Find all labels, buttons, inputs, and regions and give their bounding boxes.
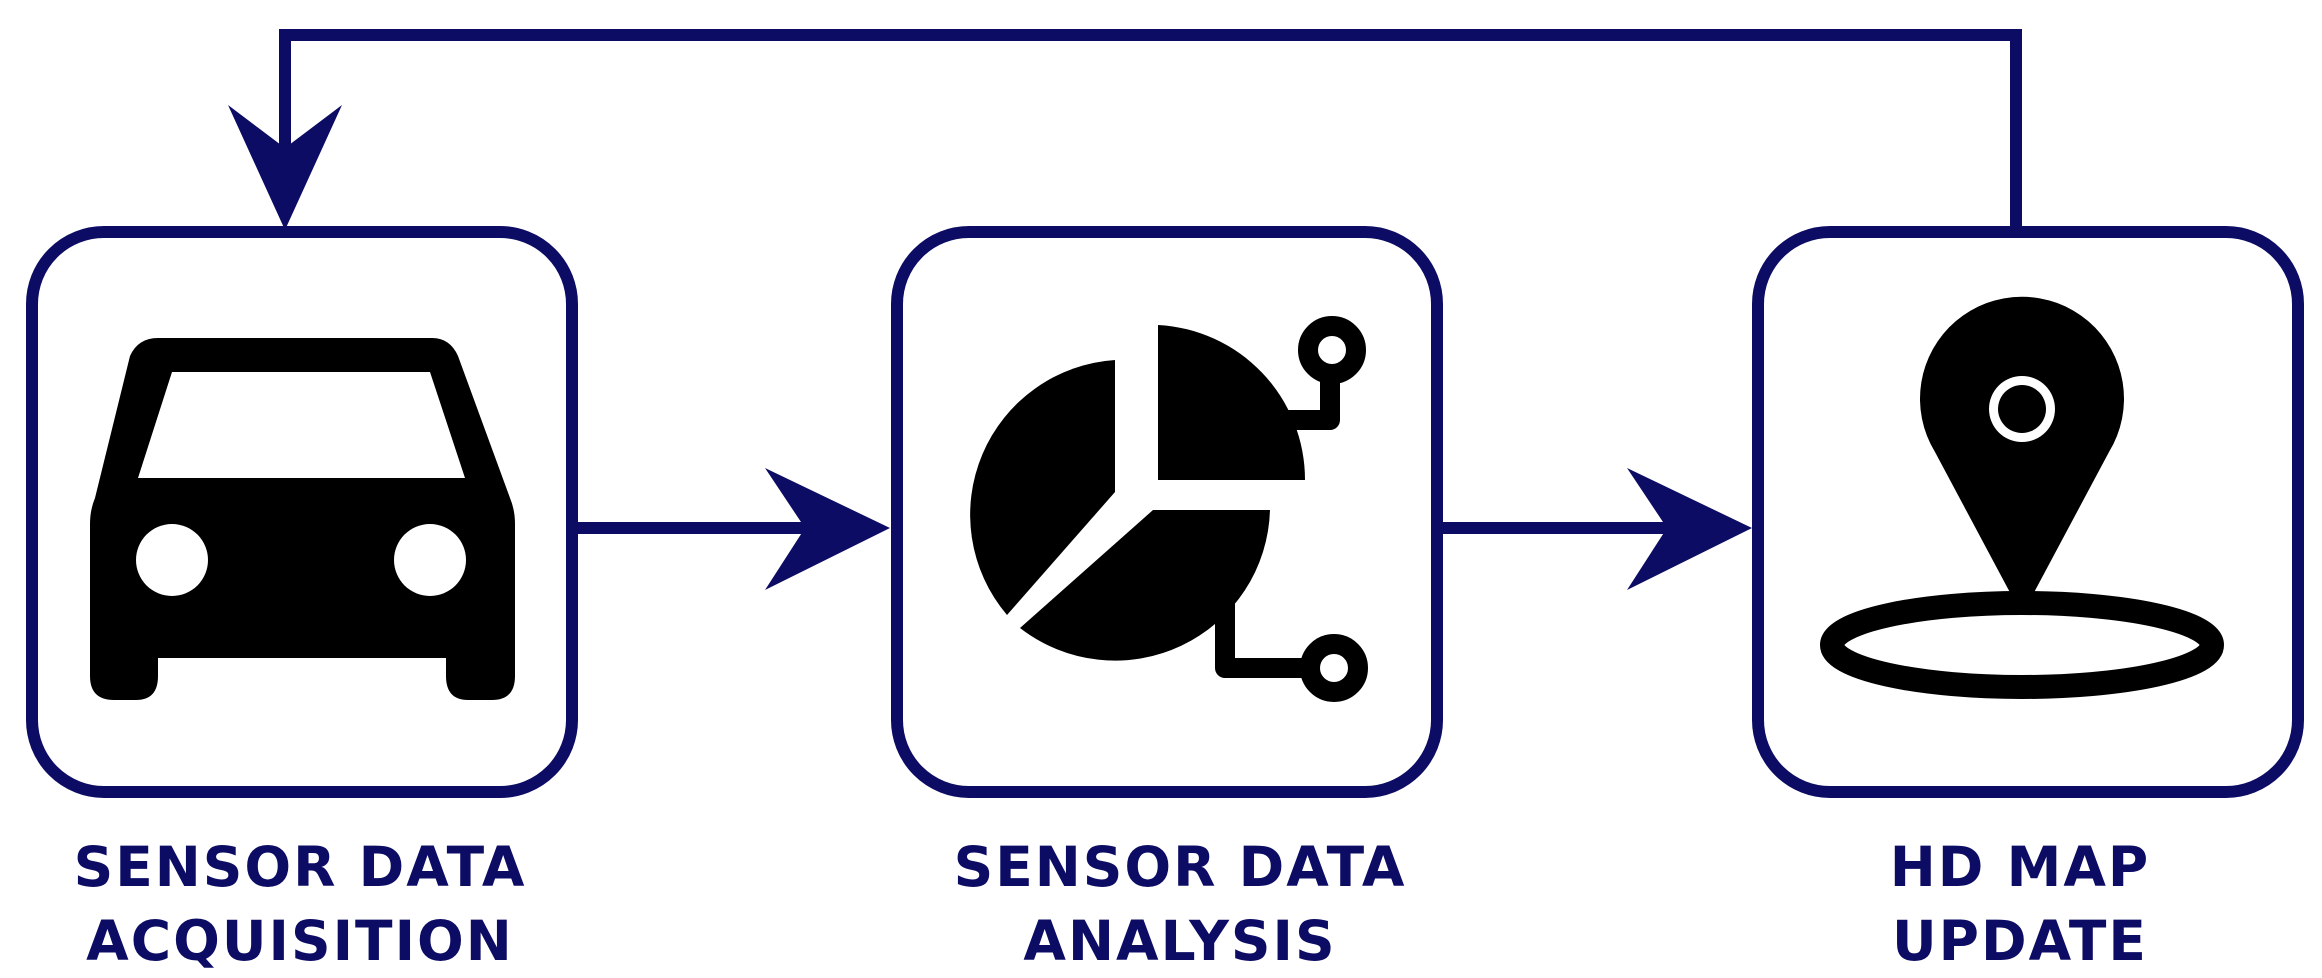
step-label-line: ACQUISITION <box>86 909 514 973</box>
step-label-line: SENSOR DATA <box>953 835 1407 899</box>
car-icon <box>90 338 515 700</box>
step-label-line: HD MAP <box>1889 835 2151 899</box>
map-pin-icon <box>1820 296 2224 699</box>
step-label-line: SENSOR DATA <box>73 835 527 899</box>
arrowhead-into-update <box>1627 468 1752 590</box>
step-label-acquisition: SENSOR DATA ACQUISITION <box>0 830 600 978</box>
arrowhead-into-acquisition <box>228 105 342 230</box>
arrow-update-to-acquisition <box>279 29 2022 232</box>
step-label-update: HD MAP UPDATE <box>1720 830 2320 978</box>
step-label-analysis: SENSOR DATA ANALYSIS <box>880 830 1480 978</box>
step-label-line: UPDATE <box>1891 909 2148 973</box>
pie-chart-network-icon <box>970 316 1368 702</box>
step-label-line: ANALYSIS <box>1023 909 1337 973</box>
arrowhead-into-analysis <box>765 468 890 590</box>
